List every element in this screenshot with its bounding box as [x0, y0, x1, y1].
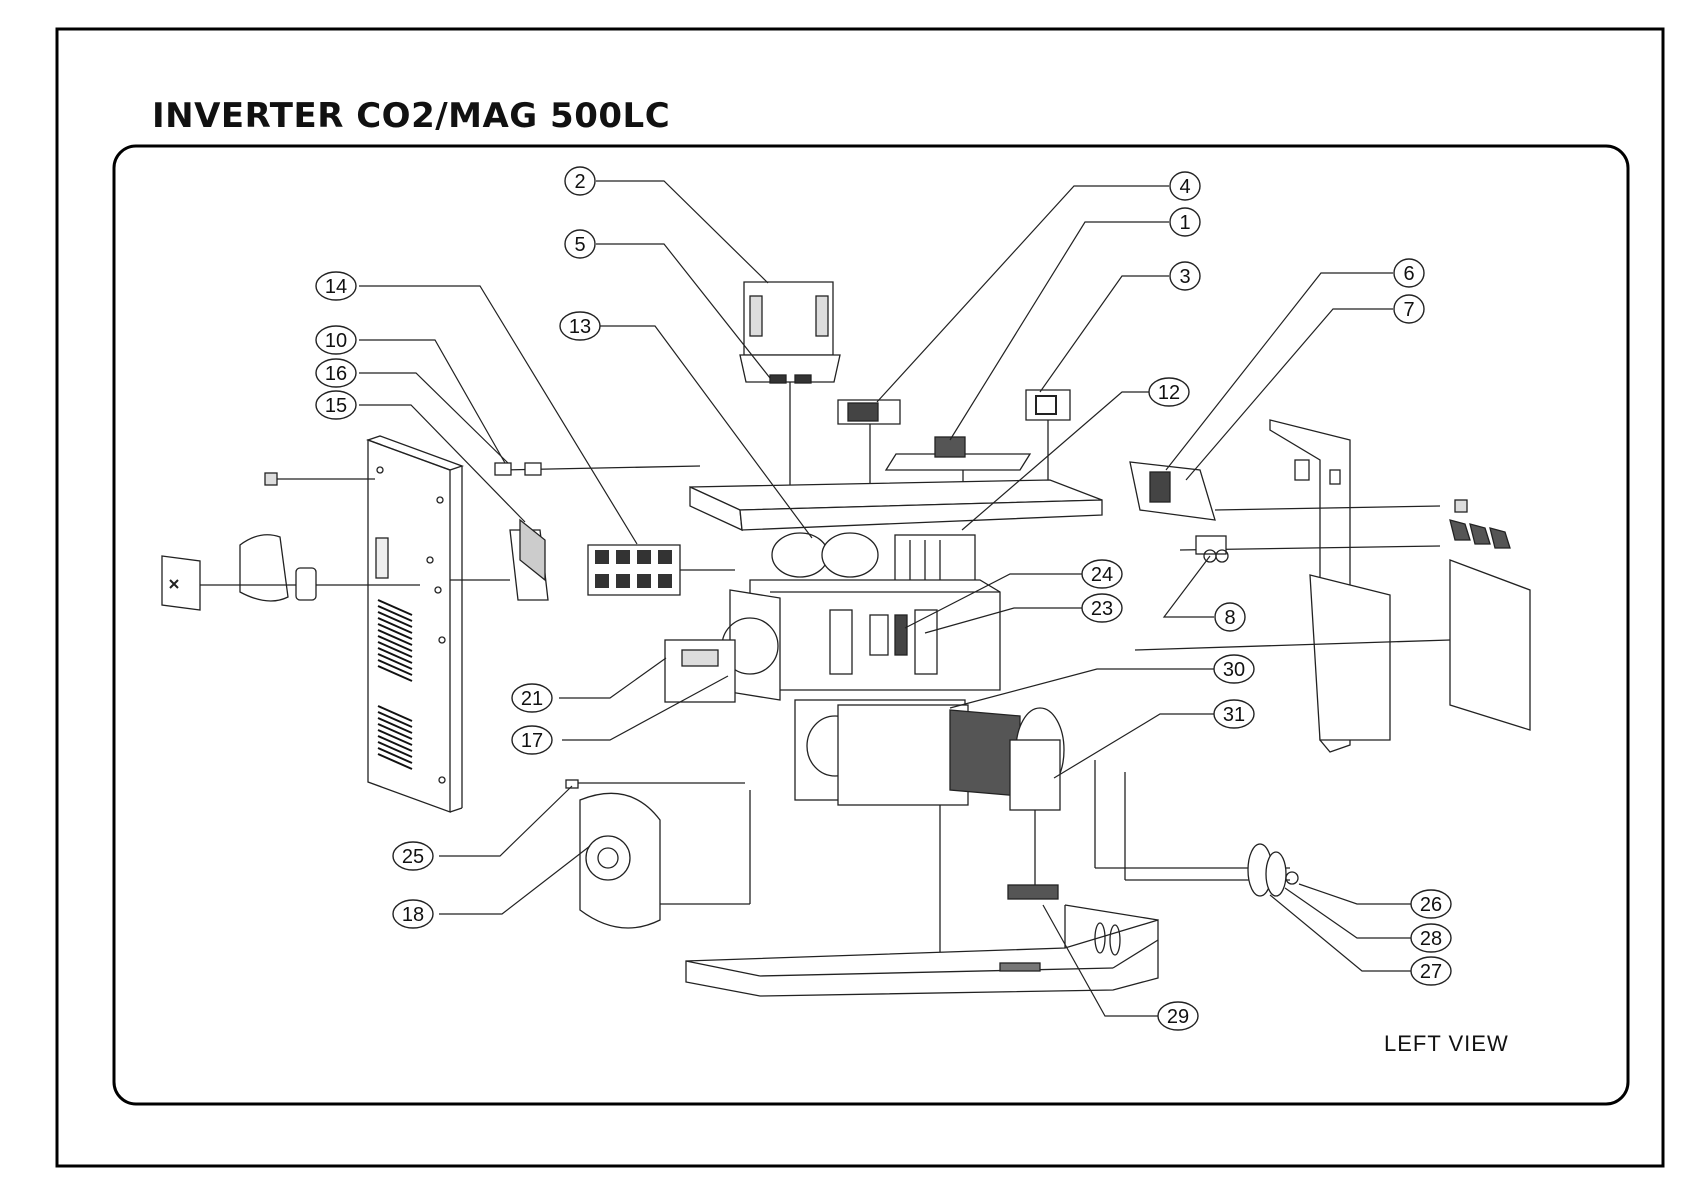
callout-30: 30 [1214, 655, 1254, 683]
callout-25: 25 [393, 842, 433, 870]
callout-12: 12 [1149, 378, 1189, 406]
callout-13: 13 [560, 312, 600, 340]
callout-15: 15 [316, 391, 356, 419]
page-title: INVERTER CO2/MAG 500LC [152, 96, 670, 136]
callout-number: 8 [1224, 607, 1235, 629]
callout-number: 1 [1179, 212, 1190, 234]
callout-26: 26 [1411, 890, 1451, 918]
callout-number: 17 [521, 730, 543, 752]
callout-8: 8 [1215, 603, 1245, 631]
callout-number: 3 [1179, 266, 1190, 288]
callout-3: 3 [1170, 262, 1200, 290]
rotary-switch [450, 463, 735, 600]
callout-14: 14 [316, 272, 356, 300]
inductor-section [795, 700, 1064, 965]
callout-21: 21 [512, 684, 552, 712]
callout-number: 28 [1420, 928, 1442, 950]
callout-2: 2 [565, 167, 595, 195]
callout-18: 18 [393, 900, 433, 928]
callout-number: 12 [1158, 382, 1180, 404]
callout-5: 5 [565, 230, 595, 258]
callout-number: 16 [325, 363, 347, 385]
callout-number: 29 [1167, 1006, 1189, 1028]
callout-number: 26 [1420, 894, 1442, 916]
callout-27: 27 [1411, 957, 1451, 985]
callout-number: 15 [325, 395, 347, 417]
main-body [665, 533, 1000, 702]
callout-number: 31 [1223, 704, 1245, 726]
callout-4: 4 [1170, 172, 1200, 200]
view-label: LEFT VIEW [1384, 1031, 1509, 1057]
callout-number: 10 [325, 330, 347, 352]
callout-17: 17 [512, 726, 552, 754]
lower-fan [566, 780, 750, 928]
callout-6: 6 [1394, 259, 1424, 287]
callout-7: 7 [1394, 295, 1424, 323]
callout-number: 13 [569, 316, 591, 338]
rear-panel [1130, 420, 1530, 752]
parts-drawing [162, 282, 1530, 996]
callout-number: 18 [402, 904, 424, 926]
callout-1: 1 [1170, 208, 1200, 236]
base-plate [686, 885, 1158, 996]
callout-number: 24 [1091, 564, 1113, 586]
callout-24: 24 [1082, 560, 1122, 588]
top-tray [690, 480, 1102, 530]
callout-16: 16 [316, 359, 356, 387]
left-side-panel [368, 436, 462, 812]
callout-23: 23 [1082, 594, 1122, 622]
callout-number: 23 [1091, 598, 1113, 620]
callout-31: 31 [1214, 700, 1254, 728]
callout-number: 30 [1223, 659, 1245, 681]
callout-number: 7 [1403, 299, 1414, 321]
aux-transformer [740, 282, 840, 487]
callout-number: 6 [1403, 263, 1414, 285]
callout-number: 4 [1179, 176, 1190, 198]
torch-connector [1095, 760, 1298, 896]
callout-number: 21 [521, 688, 543, 710]
callout-number: 27 [1420, 961, 1442, 983]
callout-number: 14 [325, 276, 347, 298]
callout-29: 29 [1158, 1002, 1198, 1030]
callout-10: 10 [316, 326, 356, 354]
callout-28: 28 [1411, 924, 1451, 952]
callout-number: 25 [402, 846, 424, 868]
callout-number: 5 [574, 234, 585, 256]
callout-number: 2 [574, 171, 585, 193]
